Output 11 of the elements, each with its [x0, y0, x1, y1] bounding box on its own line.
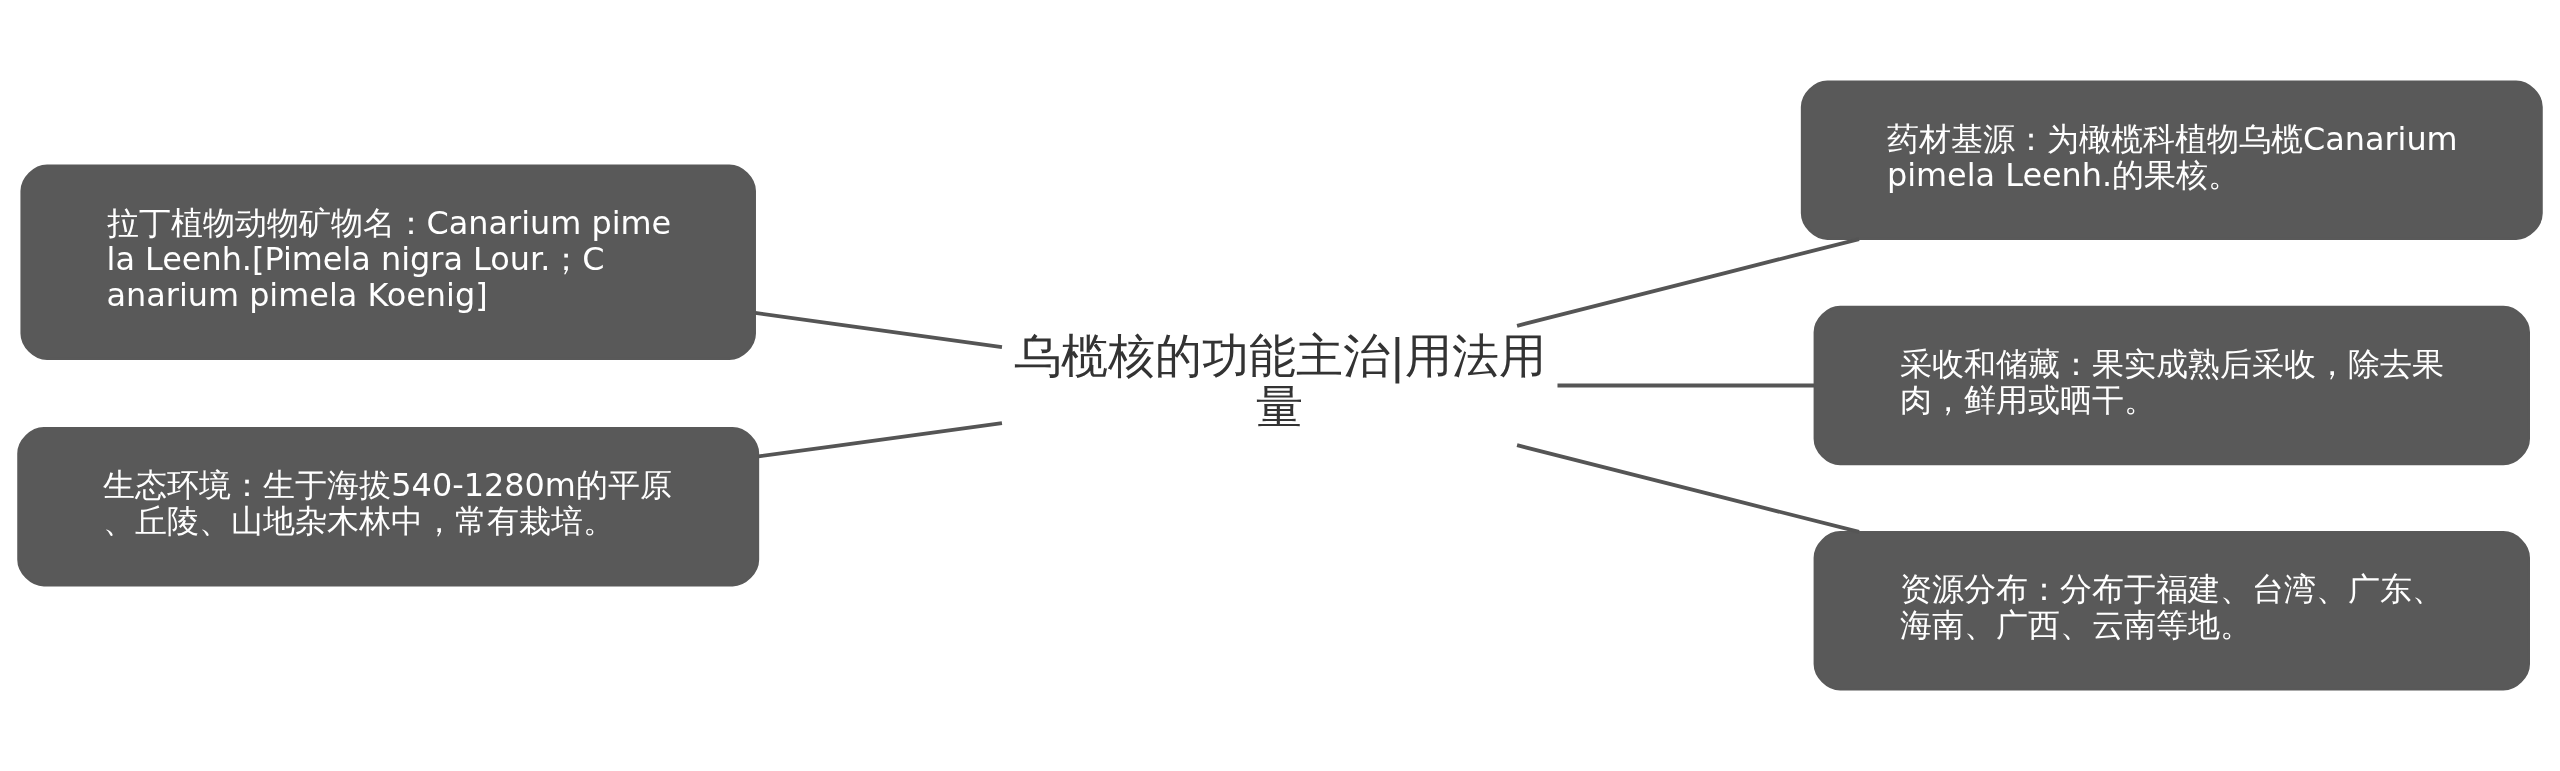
- node-text: 乌榄核的功能主治|用法用量: [1013, 328, 1547, 434]
- node-box: 生态环境：生于海拔540-1280m的平原、丘陵、山地杂木林中，常有栽培。: [17, 426, 760, 587]
- node-box: 资源分布：分布于福建、台湾、广东、海南、广西、云南等地。: [1813, 531, 2530, 691]
- connector: [754, 311, 1003, 350]
- connector: [1516, 237, 1860, 328]
- connector: [758, 421, 1003, 459]
- node-box: 拉丁植物动物矿物名：Canarium pimela Leenh.[Pimela nigra Lour.；Canarium pimela Koenig]: [20, 164, 756, 360]
- connector: [1557, 383, 1815, 388]
- connector: [1516, 443, 1860, 534]
- node-box: 采收和储藏：果实成熟后采收，除去果肉，鲜用或晒干。: [1813, 305, 2530, 466]
- node-box: 药材基源：为橄榄科植物乌榄Canarium pimela Leenh.的果核。: [1800, 80, 2543, 240]
